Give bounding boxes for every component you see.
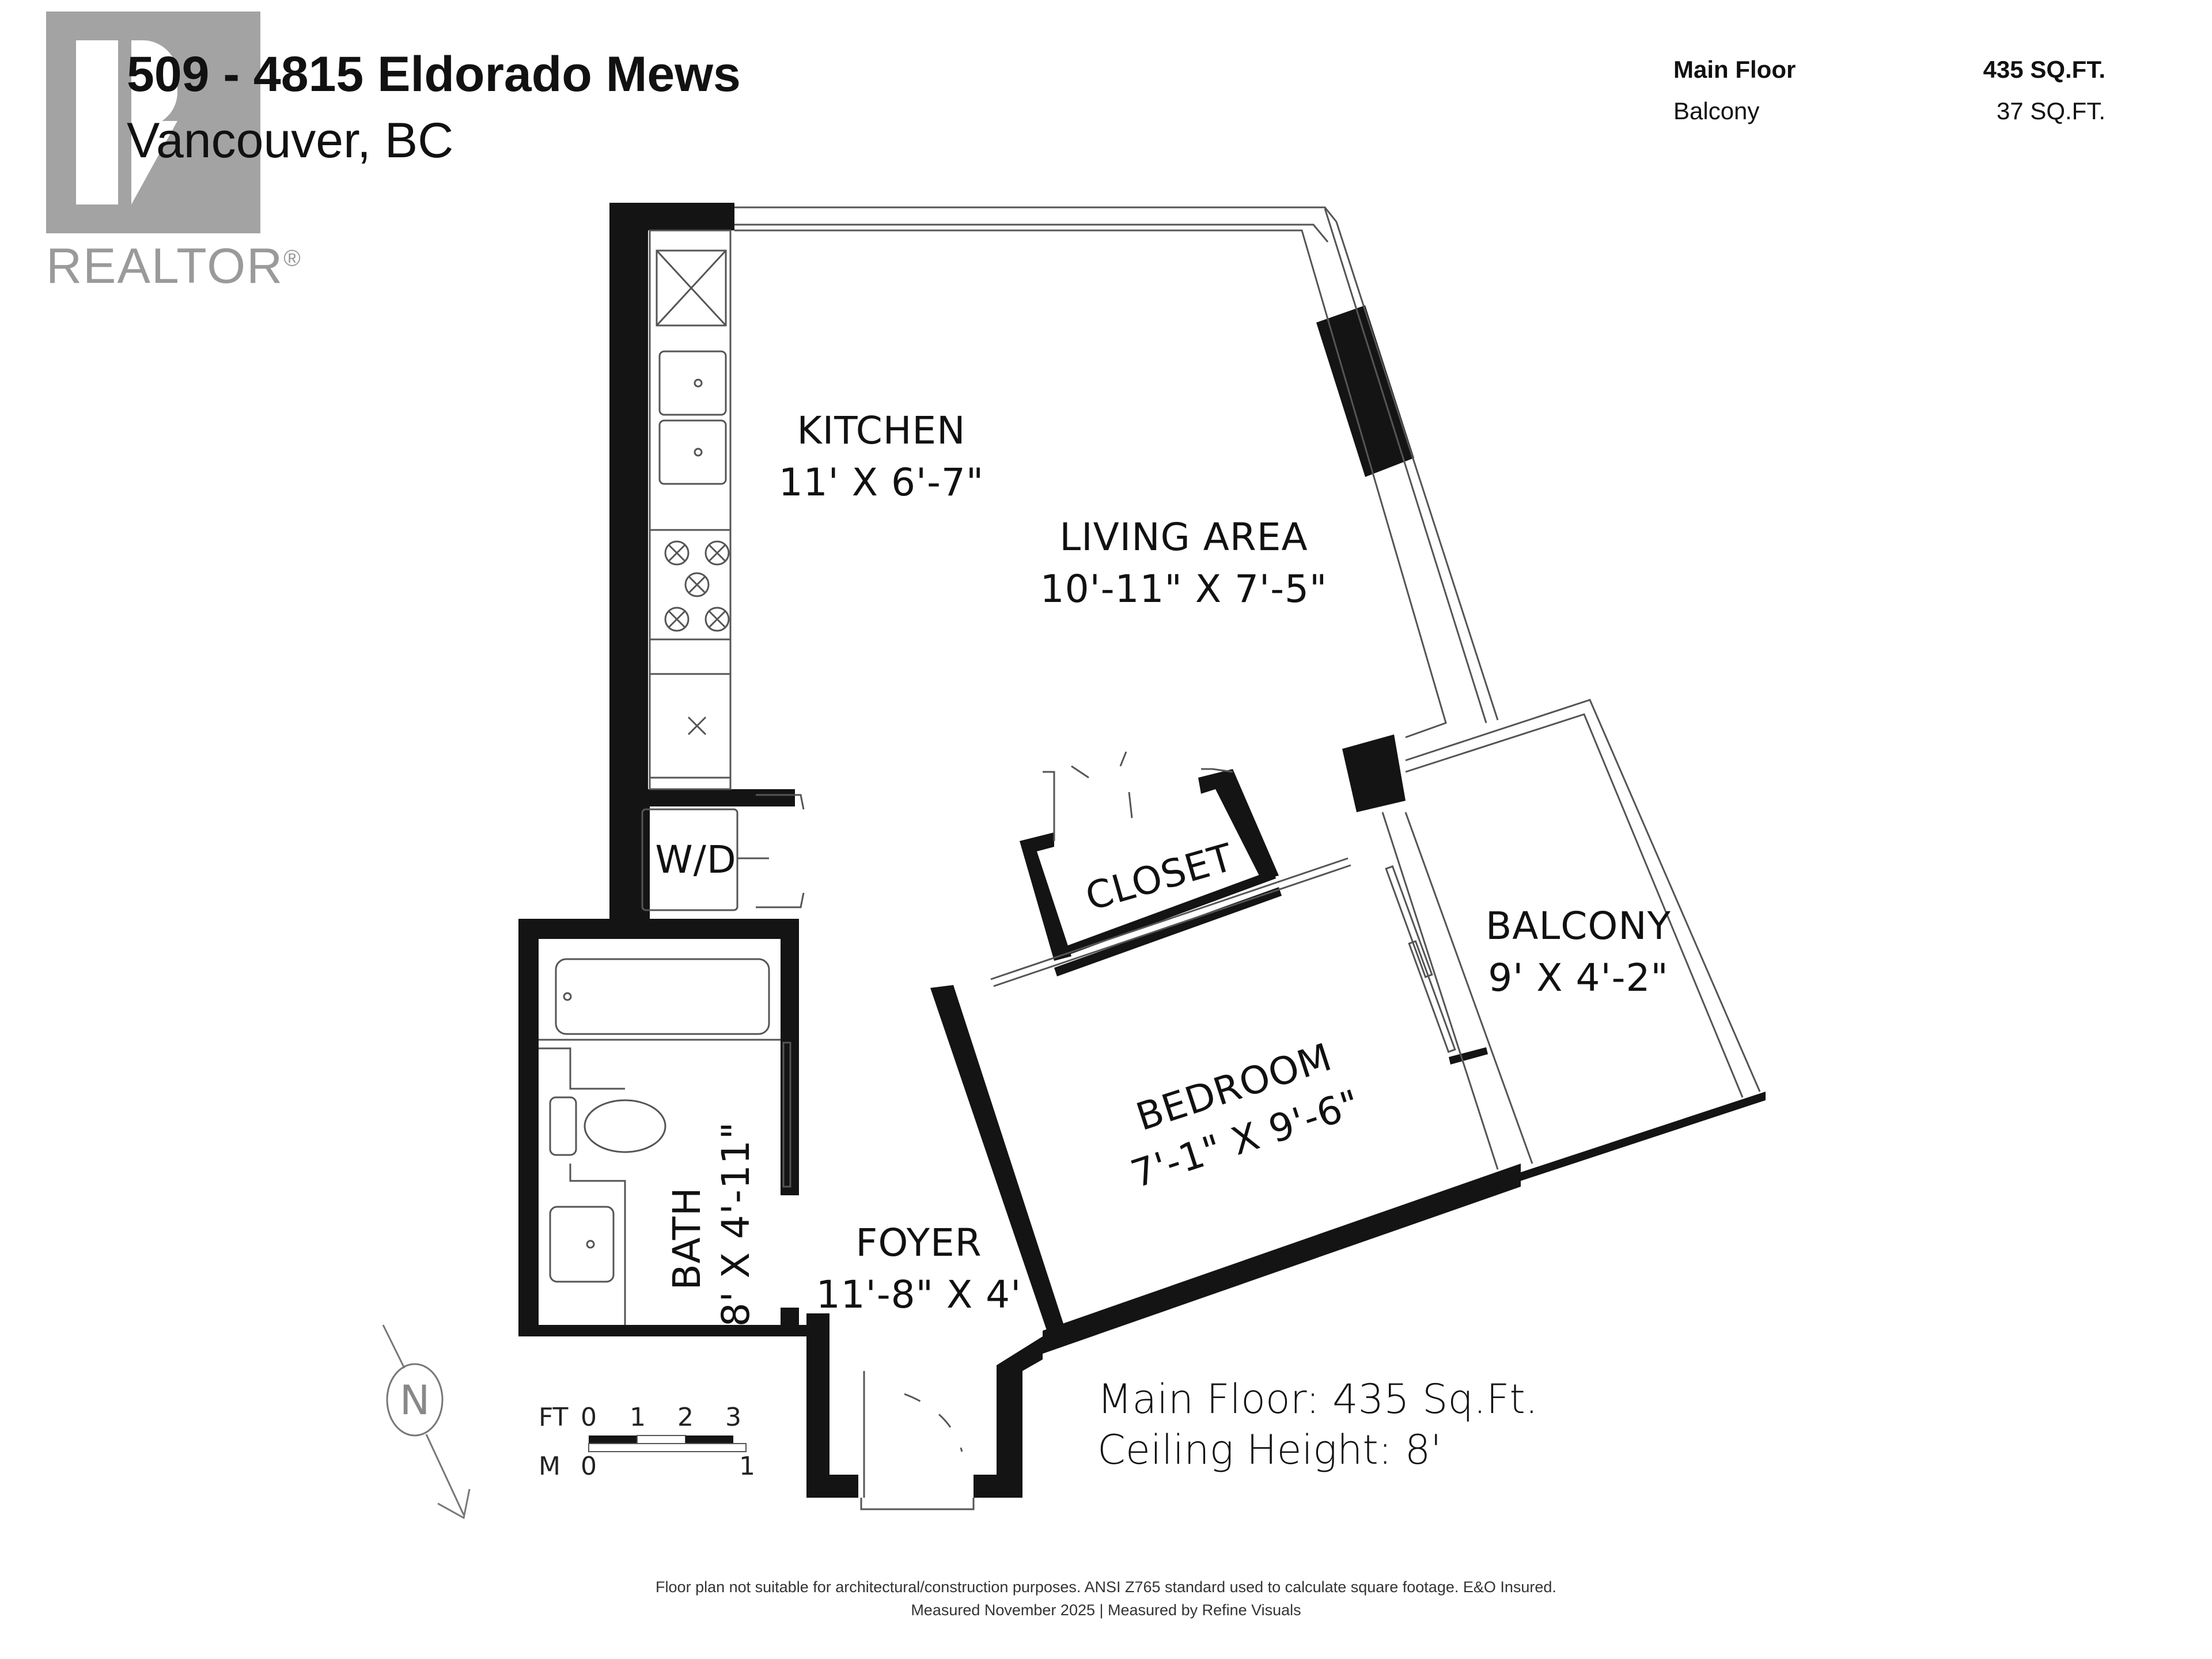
bath-label: BATH xyxy=(665,1187,709,1290)
area-label: Main Floor xyxy=(1673,56,1796,83)
scale-ft-tick: 3 xyxy=(725,1403,741,1432)
north-arrow-icon: N xyxy=(382,1324,471,1520)
area-value: 435 SQ.FT. xyxy=(1983,56,2105,83)
disclaimer-line: Floor plan not suitable for architectura… xyxy=(656,1578,1556,1596)
ceiling-height: Ceiling Height: 8' xyxy=(1097,1426,1442,1474)
wd-label: W/D xyxy=(655,838,736,882)
property-city: Vancouver, BC xyxy=(127,113,454,168)
measured-by-line: Measured November 2025 | Measured by Ref… xyxy=(911,1601,1301,1619)
scale-m-tick: 0 xyxy=(581,1452,597,1481)
property-address: 509 - 4815 Eldorado Mews xyxy=(127,47,741,102)
main-floor-summary: Main Floor: 435 Sq.Ft. xyxy=(1097,1376,1539,1423)
area-label: Balcony xyxy=(1673,97,1760,124)
living-area-dims: 10'-11" X 7'-5" xyxy=(1040,567,1328,611)
scale-bar: FT 0 1 2 3 M 0 1 xyxy=(539,1403,755,1481)
compass-label: N xyxy=(400,1377,430,1424)
area-value: 37 SQ.FT. xyxy=(1996,97,2105,124)
realtor-logo: REALTOR® xyxy=(46,12,302,295)
area-row-main-floor: Main Floor 435 SQ.FT. xyxy=(1673,49,2105,90)
scale-ft-tick: 0 xyxy=(581,1403,597,1432)
kitchen-label: KITCHEN xyxy=(797,408,966,453)
balcony-dims: 9' X 4'-2" xyxy=(1488,956,1669,1000)
area-summary-table: Main Floor 435 SQ.FT. Balcony 37 SQ.FT. xyxy=(1673,49,2105,132)
scale-ft-label: FT xyxy=(539,1403,569,1432)
closet-label: CLOSET xyxy=(1081,835,1238,919)
realtor-r-logo-icon xyxy=(46,12,260,233)
foyer-label: FOYER xyxy=(855,1221,982,1265)
kitchen-dims: 11' X 6'-7" xyxy=(779,460,984,505)
disclaimer-footer: Floor plan not suitable for architectura… xyxy=(0,1575,2212,1622)
scale-ft-tick: 1 xyxy=(630,1403,646,1432)
plan-summary: Main Floor: 435 Sq.Ft. Ceiling Height: 8… xyxy=(1097,1374,1538,1475)
balcony-label: BALCONY xyxy=(1486,904,1671,948)
realtor-wordmark: REALTOR® xyxy=(46,238,302,294)
scale-m-label: M xyxy=(539,1452,560,1481)
scale-m-tick: 1 xyxy=(739,1452,755,1481)
scale-ft-tick: 2 xyxy=(677,1403,694,1432)
foyer-dims: 11'-8" X 4' xyxy=(816,1272,1022,1317)
walls xyxy=(518,203,1766,1498)
bath-dims: 8' X 4'-11" xyxy=(714,1122,758,1327)
living-area-label: LIVING AREA xyxy=(1059,515,1308,559)
area-row-balcony: Balcony 37 SQ.FT. xyxy=(1673,90,2105,132)
plan-lines xyxy=(539,206,1761,1510)
